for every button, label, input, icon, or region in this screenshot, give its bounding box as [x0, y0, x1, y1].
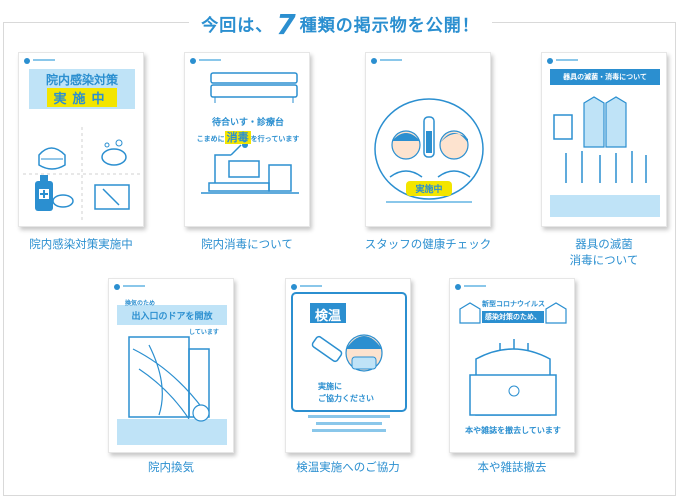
- poster-infection-title1: 院内感染対策: [45, 73, 118, 87]
- poster-disinfection-line2c: を行っています: [250, 135, 300, 143]
- caption-staff-health: スタッフの健康チェック: [364, 237, 492, 251]
- caption-infection-control: 院内感染対策実施中: [29, 237, 133, 251]
- poster-temperature-line1: 実施に: [318, 382, 342, 391]
- poster-staff-health-art: [371, 58, 484, 203]
- caption-sterilization-2: 消毒について: [569, 253, 639, 267]
- poster-sterilization[interactable]: 器具の滅菌・消毒について: [541, 52, 667, 227]
- poster-staff-health[interactable]: スタッフの健康チェック 実施中: [365, 52, 491, 227]
- poster-magazines-line3: 本や雑誌を撤去しています: [465, 426, 561, 435]
- poster-staff-health-badge: 実施中: [406, 181, 452, 196]
- caption-magazines: 本や雑誌撤去: [477, 460, 547, 474]
- poster-staff-health-title: スタッフの健康チェック: [379, 78, 479, 88]
- poster-temperature-title: 検温: [314, 309, 341, 324]
- caption-sterilization-1: 器具の滅菌: [575, 237, 633, 251]
- caption-temperature: 検温実施へのご協力: [296, 460, 400, 474]
- poster-magazines-line1: 新型コロナウイルス: [482, 300, 545, 308]
- poster-ventilation[interactable]: 換気のため 出入口のドアを開放 しています: [108, 278, 234, 453]
- poster-sterilization-art: [547, 58, 660, 217]
- poster-temperature-art: [291, 284, 407, 432]
- heading-suffix: 種類の掲示物を公開！: [299, 16, 480, 36]
- poster-ventilation-line1: 換気のため: [125, 300, 156, 307]
- poster-magazines[interactable]: 新型コロナウイルス 感染対策のため、 本や雑誌を撤去しています: [449, 278, 575, 453]
- poster-disinfection-line2b: 消毒: [224, 131, 251, 144]
- caption-disinfection: 院内消毒について: [201, 237, 293, 251]
- poster-ventilation-art: [114, 284, 227, 445]
- caption-ventilation: 院内換気: [148, 460, 194, 474]
- poster-infection-control[interactable]: 院内感染対策 実施中: [18, 52, 144, 227]
- poster-magazines-line2: 感染対策のため、: [482, 311, 544, 323]
- poster-disinfection-line1: 待合いす・診療台: [211, 118, 284, 128]
- poster-ventilation-line2: 出入口のドアを開放: [131, 312, 213, 322]
- heading-number: 7: [276, 8, 297, 41]
- poster-sterilization-title: 器具の滅菌・消毒について: [563, 73, 647, 81]
- poster-temperature[interactable]: 検温 実施に ご協力ください: [285, 278, 411, 453]
- poster-disinfection-line2a: こまめに: [196, 135, 225, 143]
- heading-prefix: 今回は、: [201, 16, 274, 36]
- poster-disinfection-art: [190, 58, 299, 194]
- poster-disinfection[interactable]: 待合いす・診療台 こまめに消毒を行っています: [184, 52, 310, 227]
- poster-ventilation-line3: しています: [189, 329, 219, 336]
- poster-magazines-art: [455, 284, 567, 416]
- poster-infection-title2: 実施中: [47, 88, 117, 107]
- poster-temperature-line2: ご協力ください: [318, 394, 374, 403]
- poster-disinfection-line2: こまめに消毒を行っています: [185, 129, 309, 145]
